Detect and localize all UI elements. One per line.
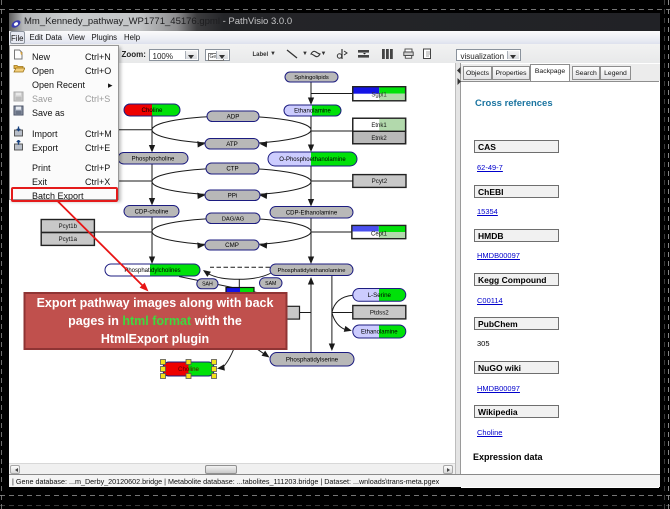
svg-text:Cept1: Cept1 [371, 232, 388, 238]
svg-text:Export pathway images along wi: Export pathway images along with back [37, 296, 274, 310]
svg-text:Pcyt1b: Pcyt1b [59, 224, 78, 230]
svg-text:Choline: Choline [142, 107, 164, 114]
svg-text:Pcyt2: Pcyt2 [372, 178, 388, 185]
svg-text:HtmlExport plugin: HtmlExport plugin [101, 332, 209, 346]
svg-text:Phosphatidylcholines: Phosphatidylcholines [124, 268, 180, 274]
svg-text:Phosphocholine: Phosphocholine [132, 156, 175, 162]
svg-text:Phosphatidylserine: Phosphatidylserine [286, 356, 339, 363]
svg-text:PPi: PPi [228, 192, 238, 199]
svg-text:Etnk1: Etnk1 [371, 123, 387, 129]
svg-text:CMP: CMP [225, 242, 239, 249]
svg-text:ADP: ADP [227, 113, 240, 120]
svg-text:L-Serine: L-Serine [368, 292, 392, 299]
svg-text:Ethanolamine: Ethanolamine [361, 330, 398, 336]
svg-text:O-Phosphoethanolamine: O-Phosphoethanolamine [279, 157, 346, 163]
svg-text:SAM: SAM [265, 281, 276, 287]
svg-text:Sphingolipids: Sphingolipids [294, 75, 329, 81]
svg-text:CTP: CTP [226, 166, 238, 173]
svg-text:Ptdss2: Ptdss2 [370, 309, 389, 316]
svg-text:Phosphatidylethanolamine: Phosphatidylethanolamine [277, 268, 345, 274]
svg-text:Pcyt1a: Pcyt1a [59, 237, 78, 243]
svg-text:CDP-Ethanolamine: CDP-Ethanolamine [286, 210, 338, 216]
svg-text:Sgpl1: Sgpl1 [371, 93, 387, 99]
svg-text:Ethanolamine: Ethanolamine [294, 109, 331, 115]
svg-text:CDP-choline: CDP-choline [135, 209, 169, 215]
svg-text:ATP: ATP [226, 141, 238, 148]
svg-text:Choline: Choline [178, 366, 200, 373]
svg-text:pages in html format with the: pages in html format with the [68, 314, 242, 328]
svg-text:DAG/AG: DAG/AG [222, 216, 245, 222]
svg-text:SAH: SAH [202, 282, 213, 288]
svg-text:Etnk2: Etnk2 [371, 136, 387, 142]
